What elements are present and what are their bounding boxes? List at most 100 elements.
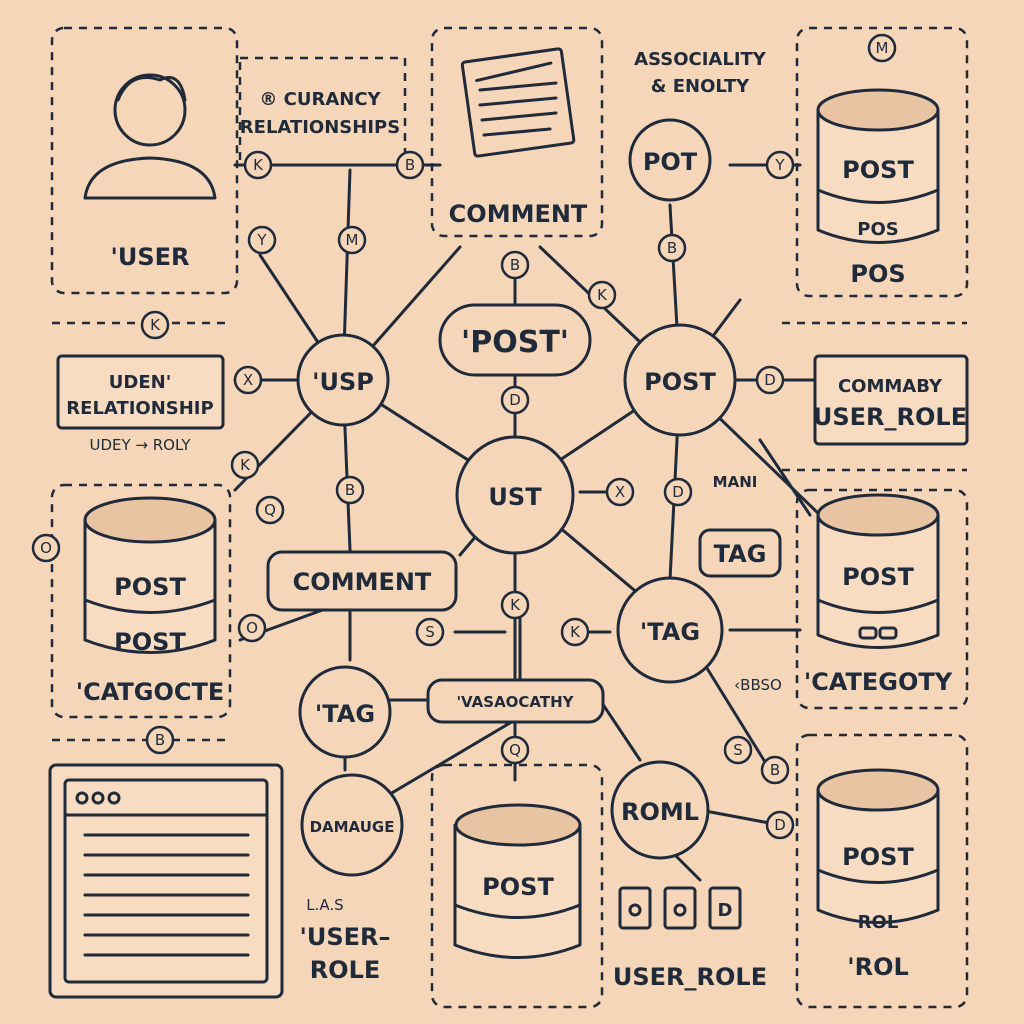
db-top-right-top: POST [842,156,914,184]
cardinality-marker-letter: B [405,156,415,174]
cardinality-marker-letter: B [770,761,780,779]
db-bottom-right-caption: 'ROL [847,953,909,981]
node-tag-box-label: TAG [714,540,767,568]
cardinality-marker-letter: S [425,623,435,641]
cardinality-marker: Y [765,150,795,180]
node-roml: ROML [610,760,710,860]
user-role-bottom: D USER_ROLE [613,886,767,991]
node-post-right-label: POST [644,368,716,396]
db-top-right-bottom: POS [857,219,898,240]
node-mani-label: MANI [713,473,758,491]
cardinality-marker: D [755,365,785,395]
cardinality-marker: B [145,725,175,755]
node-damage: DAMAUGE [300,773,404,877]
panel-associativity: ASSOCIALITY & ENOLTY [634,49,767,97]
cardinality-marker: B [760,755,790,785]
cardinality-marker-letter: Q [509,741,521,759]
db-top-right: POST POS POS [816,88,940,288]
user-role-bottom-caption: USER_ROLE [613,963,767,991]
cardinality-marker: D [500,385,530,415]
db-bottom-top: POST [482,873,554,901]
panel-frames [50,26,969,1009]
node-post-center-top-label: 'POST' [461,325,569,360]
node-center-label: UST [488,483,542,511]
cardinality-marker-letter: X [243,371,253,389]
cardinality-marker: K [243,150,273,180]
node-post-center-top: 'POST' [438,303,592,377]
cardinality-marker-letter: M [346,231,359,249]
node-post-right: POST [623,323,737,437]
node-comment-mid: COMMENT [266,550,458,612]
panel-comment-document: COMMENT [449,47,588,228]
cardinality-marker-letter: K [510,596,521,614]
user-rel-line2: RELATIONSHIP [66,398,213,419]
cardinality-marker: S [415,617,445,647]
node-assoc-box: 'VASAOCATHY [426,678,605,724]
currency-line1: ® CURANCY [259,89,381,110]
cardinality-marker: K [230,450,260,480]
cardinality-marker-letter: D [764,371,776,389]
cardinality-marker: X [233,365,263,395]
node-center: UST [455,435,575,555]
cardinality-marker: O [237,613,267,643]
node-roml-label: ROML [621,798,699,826]
db-bottom-caption-1: 'USER– [300,923,391,951]
panel-user: 'USER [83,73,217,271]
node-tag-box: TAG [698,528,782,578]
user-role-bottom-mark: D [718,900,733,921]
user-role-line2: USER_ROLE [813,403,967,431]
cardinality-marker-letter: D [509,391,521,409]
panel-user-relationship: UDEN' RELATIONSHIP UDEY → ROLY [56,354,225,454]
cardinality-marker-letter: O [40,539,52,557]
cardinality-marker-letter: K [240,456,251,474]
node-comment-mid-label: COMMENT [293,568,432,596]
panel-user-role-box: COMMABY USER_ROLE [813,354,969,446]
cardinality-marker: B [395,150,425,180]
node-pot-label: POT [643,148,698,176]
db-bottom-caption-2: ROLE [310,956,381,984]
db-left-top: POST [114,573,186,601]
db-bottom-right-bottom: ROL [858,912,899,933]
document-icon [460,47,576,158]
cardinality-marker: Q [255,495,285,525]
user-silhouette-icon [83,73,217,200]
cardinality-marker: D [663,477,693,507]
cardinality-marker-letter: S [733,741,743,759]
cardinality-marker: S [723,735,753,765]
db-left-bottom: POST [114,628,186,656]
node-damage-label: DAMAUGE [310,818,395,836]
cardinality-marker: Y [247,225,277,255]
cardinality-marker-letter: K [597,286,608,304]
db-right: POST 'CATEGOTY [804,493,953,696]
node-tag-right-label: 'TAG [640,618,700,646]
db-right-top: POST [842,563,914,591]
node-tag-left: 'TAG [298,665,392,759]
currency-line2: RELATIONSHIPS [240,117,400,138]
node-usp-label: 'USP [312,368,374,396]
db-right-caption: 'CATEGOTY [804,668,953,696]
cardinality-marker: D [765,810,795,840]
cardinality-marker-letter: Y [256,231,267,249]
cardinality-marker-letter: D [774,816,786,834]
node-assoc-box-label: 'VASAOCATHY [456,693,574,711]
cardinality-marker: K [560,617,590,647]
cardinality-marker: K [500,590,530,620]
node-code-tag-label: ‹BBSO [734,676,782,694]
cardinality-marker-letter: B [345,481,355,499]
cardinality-marker: B [657,233,687,263]
cardinality-marker-letter: K [570,623,581,641]
cardinality-marker: X [605,477,635,507]
db-bottom: POST [453,803,582,959]
cardinality-marker-letter: M [876,39,889,57]
cardinality-marker-letter: Q [264,501,276,519]
cardinality-marker: M [337,225,367,255]
db-top-right-caption: POS [850,260,905,288]
db-bottom-small: L.A.S [306,896,343,914]
cardinality-marker-letter: D [672,483,684,501]
panel-currency-relationships: ® CURANCY RELATIONSHIPS [240,89,400,138]
db-bottom-right: POST ROL 'ROL [816,768,940,981]
cardinality-marker-letter: X [615,483,625,501]
cardinality-marker-letter: K [150,316,161,334]
